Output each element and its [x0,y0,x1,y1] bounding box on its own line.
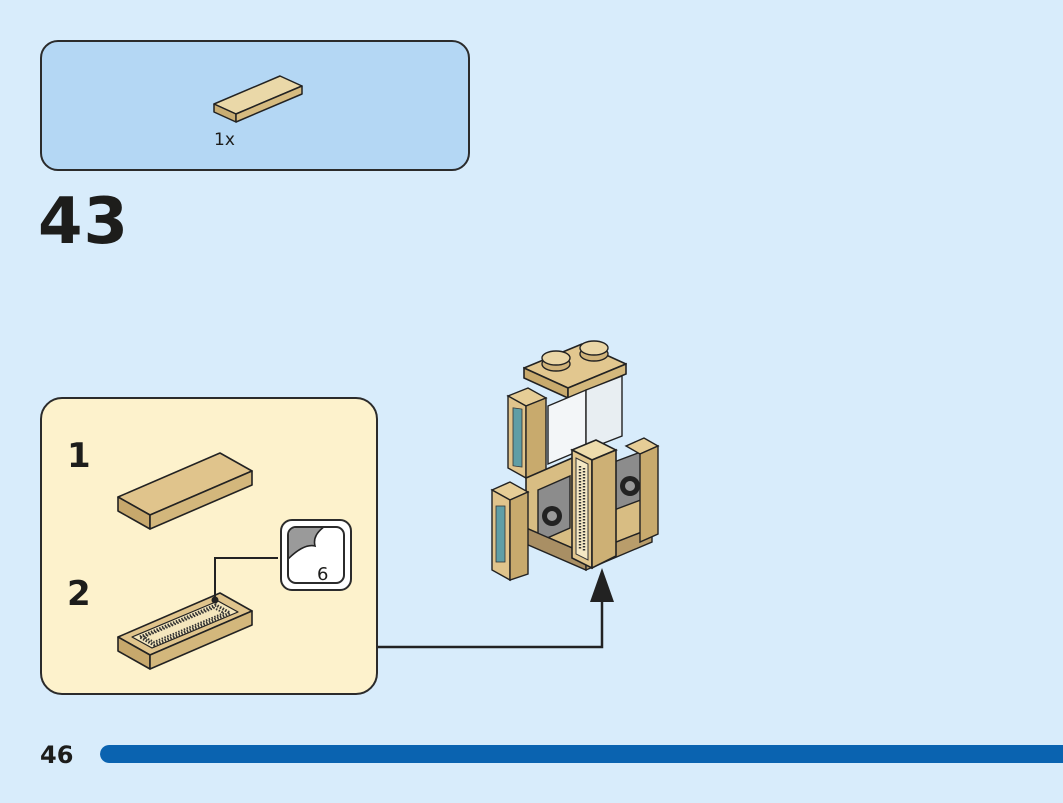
assembly-arrow-line [378,598,604,649]
tan-tile-1x4-icon [117,452,253,530]
tan-tile-1x4-with-sticker-icon [117,592,253,670]
sticker-sheet-icon [289,528,324,560]
sub-step-number-1: 1 [67,436,91,476]
step-number: 43 [38,185,130,259]
sticker-badge: 6 [280,519,352,591]
tan-building-model-icon [490,340,660,582]
sub-assembly-callout: 1 2 6 [40,397,378,695]
sticker-number: 6 [317,564,329,584]
progress-bar [100,745,1063,763]
assembly-arrow-head [590,568,614,602]
parts-callout: 1x [40,40,470,171]
page-number: 46 [40,741,74,769]
part-quantity: 1x [214,130,235,150]
sticker-leader-dot [211,596,219,604]
progress-bar-fill [100,745,1063,763]
tan-tile-1x4-icon [213,75,303,123]
sticker-leader-line [214,557,278,600]
sub-step-number-2: 2 [67,574,91,614]
